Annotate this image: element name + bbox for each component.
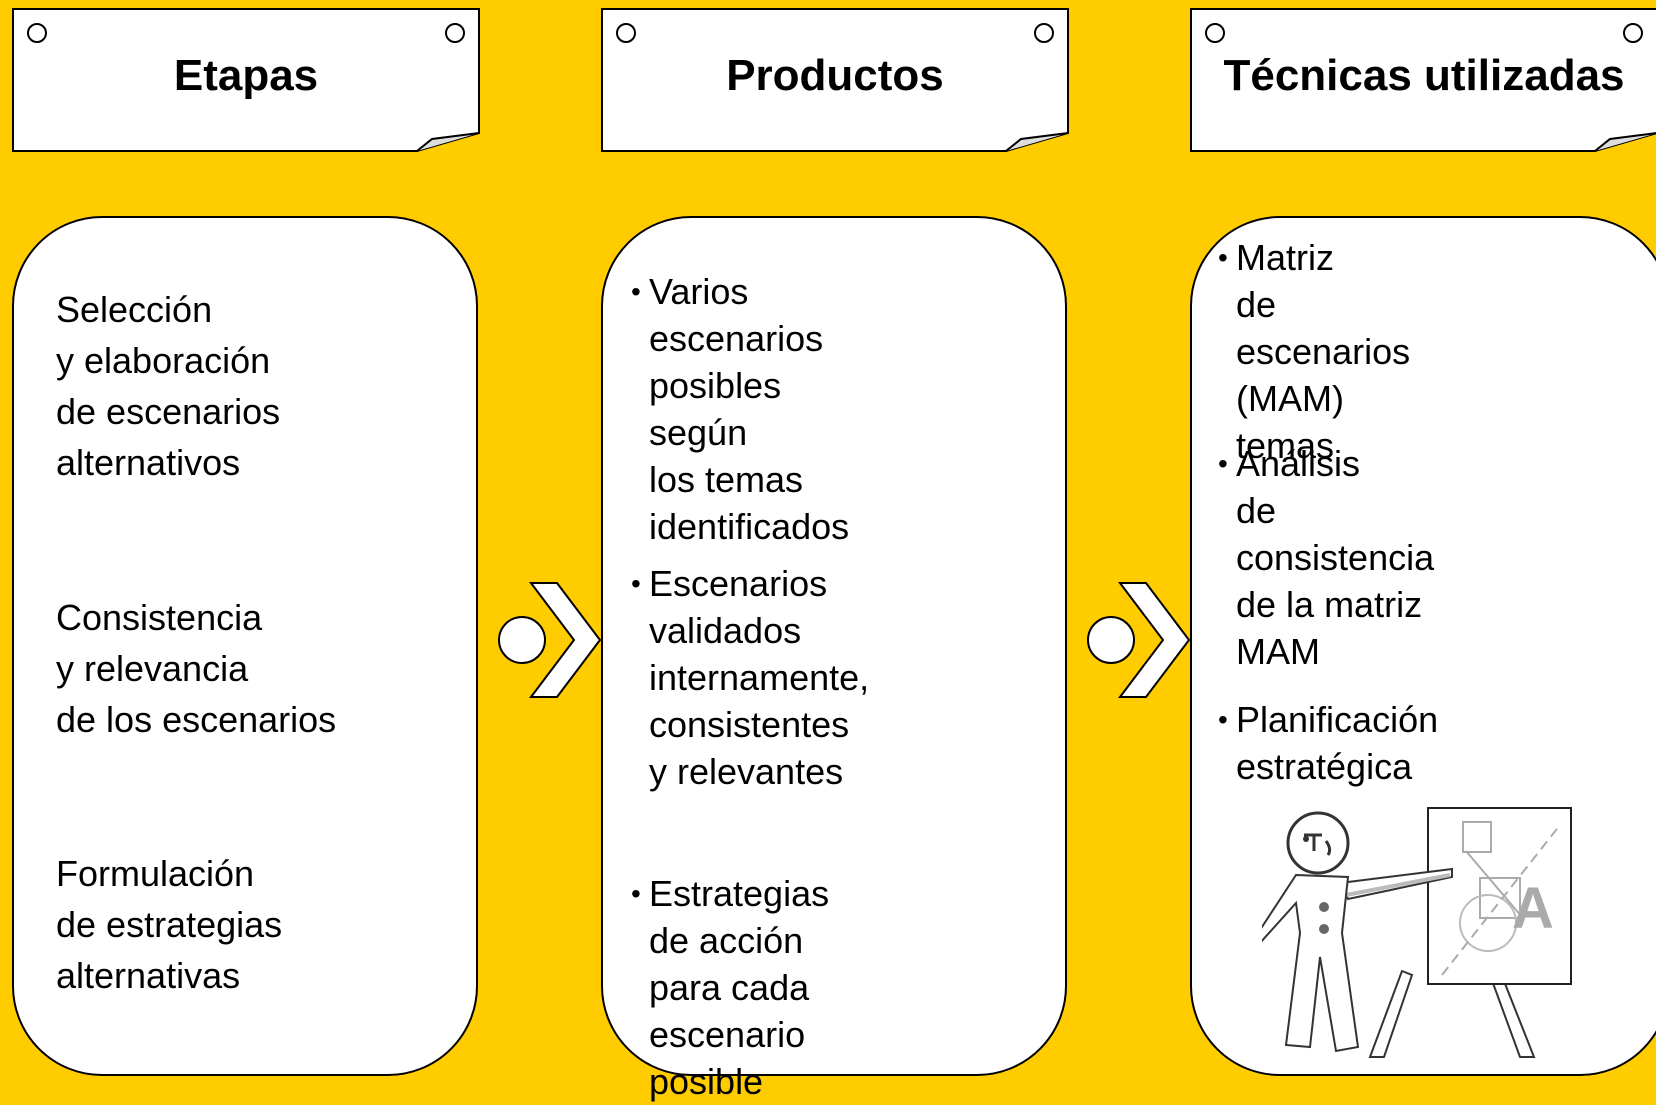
banner-etapas: Etapas (12, 8, 480, 152)
banner-shape (12, 8, 480, 152)
flow-arrow-icon (1087, 582, 1191, 698)
pin-hole-icon (616, 23, 636, 43)
column-title: Productos (726, 51, 944, 100)
list-item-text: Varios escenarios posibles según los tem… (649, 271, 850, 547)
pin-hole-icon (1623, 23, 1643, 43)
bullet-icon: • (1218, 704, 1228, 735)
stage-text: Consistencia y relevancia de los escenar… (56, 597, 337, 740)
pin-hole-icon (445, 23, 465, 43)
list-item-text: Análisis de consistencia de la matriz MA… (1236, 443, 1435, 672)
panel-productos: • Varios escenarios posibles según los t… (601, 216, 1067, 1102)
flow-arrow-icon (498, 582, 602, 698)
panel-tecnicas: • Matriz de escenarios (MAM) temas • Aná… (1190, 216, 1656, 1076)
bullet-icon: • (631, 878, 641, 909)
banner-shape (601, 8, 1069, 152)
bullet-icon: • (1218, 242, 1228, 273)
stage-text: Selección y elaboración de escenarios al… (56, 289, 281, 483)
pin-hole-icon (27, 23, 47, 43)
stage-text: Formulación de estrategias alternativas (56, 853, 283, 996)
bullet-icon: • (1218, 448, 1228, 479)
column-title: Etapas (173, 51, 319, 100)
banner-productos: Productos (601, 8, 1069, 152)
pin-hole-icon (1034, 23, 1054, 43)
panel-etapas: Selección y elaboración de escenarios al… (12, 216, 478, 1076)
column-title: Técnicas utilizadas (1223, 51, 1625, 100)
board-letter: A (1512, 876, 1554, 941)
banner-shape (1190, 8, 1656, 152)
banner-tecnicas: Técnicas utilizadas (1190, 8, 1656, 152)
bullet-icon: • (631, 568, 641, 599)
list-item-text: Estrategias de acción para cada escenari… (649, 873, 830, 1102)
presenter-figure-icon: A (1262, 807, 1572, 1058)
pin-hole-icon (1205, 23, 1225, 43)
bullet-icon: • (631, 276, 641, 307)
list-item-text: Escenarios validados internamente, consi… (649, 563, 870, 792)
list-item-text: Matriz de escenarios (MAM) temas (1236, 237, 1411, 466)
list-item-text: Planificación estratégica (1236, 699, 1439, 787)
